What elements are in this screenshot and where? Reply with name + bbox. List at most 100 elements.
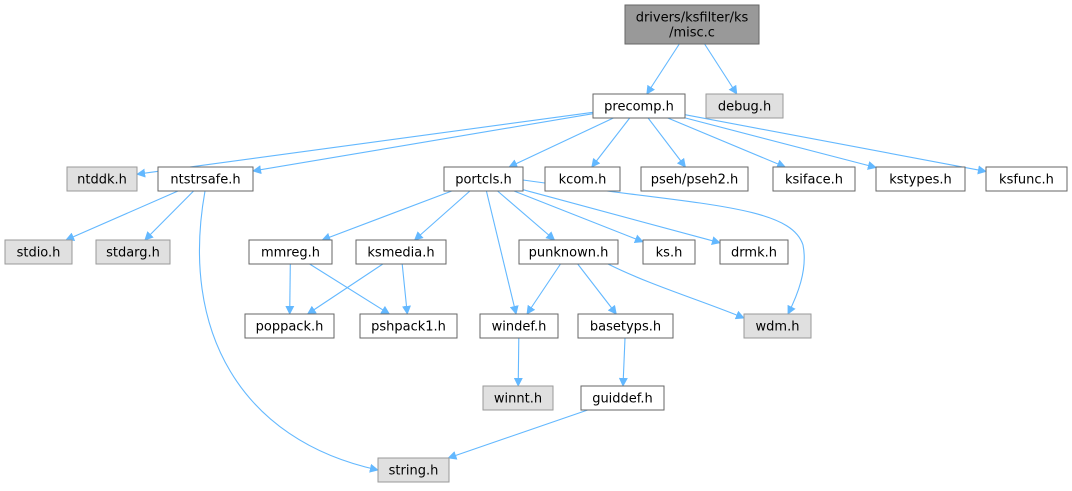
node-box [640,166,749,192]
edge-precomp_h-to-ntddk_h [136,111,594,178]
node-label: winnt.h [494,392,542,407]
node-box [355,239,447,265]
node-label: portcls.h [455,173,512,188]
node-kcom-h[interactable]: kcom.h [544,166,621,192]
node-pseh2-h[interactable]: pseh/pseh2.h [640,166,749,192]
node-mmreg-h[interactable]: mmreg.h [248,239,333,265]
node-basetyps-h[interactable]: basetyps.h [577,313,674,339]
edge-portcls_h-to-mmreg_h [321,190,452,242]
edge-misc_c-to-precomp_h [646,43,680,95]
node-box [66,166,138,192]
node-label: drmk.h [731,246,777,261]
node-kstypes-h[interactable]: kstypes.h [875,166,966,192]
edge-precomp_h-to-kstypes_h [684,117,877,170]
edge-precomp_h-to-ksfunc_h [684,114,987,175]
node-punknown-h[interactable]: punknown.h [518,239,619,265]
node-box [624,4,760,45]
node-box [244,313,335,339]
node-label: debug.h [718,100,771,115]
node-label: punknown.h [529,246,609,261]
edge-ntstrsafe_h-to-string_h [198,190,379,473]
node-label: poppack.h [256,320,324,335]
node-box [359,313,458,339]
edge-ksmedia_h-to-poppack_h [306,263,384,315]
node-wdm-h: wdm.h [743,313,812,339]
node-label: ksfunc.h [999,173,1054,188]
node-box [875,166,966,192]
node-label: kcom.h [559,173,607,188]
node-box [592,93,686,119]
edge-portcls_h-to-windef_h [485,190,519,315]
edge-ntstrsafe_h-to-stdio_h [65,190,179,241]
edge-misc_c-to-debug_h [704,43,738,95]
node-ks-h[interactable]: ks.h [642,239,696,265]
edge-punknown_h-to-wdm_h [607,263,745,320]
node-portcls-h[interactable]: portcls.h [443,166,524,192]
node-label: ks.h [656,246,683,261]
node-box [642,239,696,265]
node-box [719,239,789,265]
node-misc-c[interactable]: drivers/ksfilter/ks/misc.c [624,4,760,45]
edge-mmreg_h-to-pshpack1_h [309,263,391,315]
node-box [705,93,784,119]
edges-layer [65,43,987,473]
edge-punknown_h-to-windef_h [526,263,561,315]
node-stdio-h: stdio.h [4,239,73,265]
edge-punknown_h-to-basetyps_h [577,263,617,315]
node-label: drivers/ksfilter/ks [636,11,749,26]
node-windef-h[interactable]: windef.h [479,313,559,339]
node-box [248,239,333,265]
edge-basetyps_h-to-guiddef_h [618,337,628,387]
node-stdarg-h: stdarg.h [95,239,171,265]
node-guiddef-h[interactable]: guiddef.h [580,385,665,411]
node-label: pseh/pseh2.h [651,173,739,188]
node-label: guiddef.h [592,392,653,407]
node-box [772,166,856,192]
edge-precomp_h-to-ksiface_h [667,117,787,169]
edge-portcls_h-to-punknown_h [497,190,556,241]
node-label: string.h [389,464,439,479]
node-string-h: string.h [377,457,450,483]
node-box [743,313,812,339]
edge-precomp_h-to-pseh2_h [647,117,686,168]
node-box [95,239,171,265]
node-poppack-h[interactable]: poppack.h [244,313,335,339]
node-box [577,313,674,339]
node-label: pshpack1.h [371,320,446,335]
node-ntstrsafe-h[interactable]: ntstrsafe.h [157,166,254,192]
node-label: mmreg.h [261,246,320,261]
node-box [544,166,621,192]
node-box [157,166,254,192]
node-label: wdm.h [756,320,800,335]
edge-portcls_h-to-drmk_h [522,189,721,246]
node-label: ksmedia.h [367,246,434,261]
node-ksiface-h[interactable]: ksiface.h [772,166,856,192]
node-drmk-h[interactable]: drmk.h [719,239,789,265]
edge-portcls_h-to-wdm_h [522,179,805,315]
node-box [482,385,554,411]
edge-precomp_h-to-kcom_h [591,117,631,168]
node-box [518,239,619,265]
node-box [985,166,1068,192]
node-label: stdarg.h [106,246,160,261]
nodes-layer: drivers/ksfilter/ks/misc.c precomp.h debug… [4,4,1068,483]
node-box [4,239,73,265]
edge-portcls_h-to-ks_h [513,190,644,244]
node-debug-h: debug.h [705,93,784,119]
node-label: windef.h [492,320,547,335]
node-pshpack1-h[interactable]: pshpack1.h [359,313,458,339]
node-precomp-h[interactable]: precomp.h [592,93,686,119]
node-label: ksiface.h [785,173,843,188]
node-label: kstypes.h [889,173,952,188]
node-label: precomp.h [604,100,674,115]
node-ksfunc-h[interactable]: ksfunc.h [985,166,1068,192]
node-ksmedia-h[interactable]: ksmedia.h [355,239,447,265]
edge-precomp_h-to-ntstrsafe_h [252,113,594,175]
node-ntddk-h: ntddk.h [66,166,138,192]
node-box [479,313,559,339]
edge-windef_h-to-winnt_h [513,337,523,387]
node-box [443,166,524,192]
node-label: stdio.h [17,246,61,261]
node-box [377,457,450,483]
